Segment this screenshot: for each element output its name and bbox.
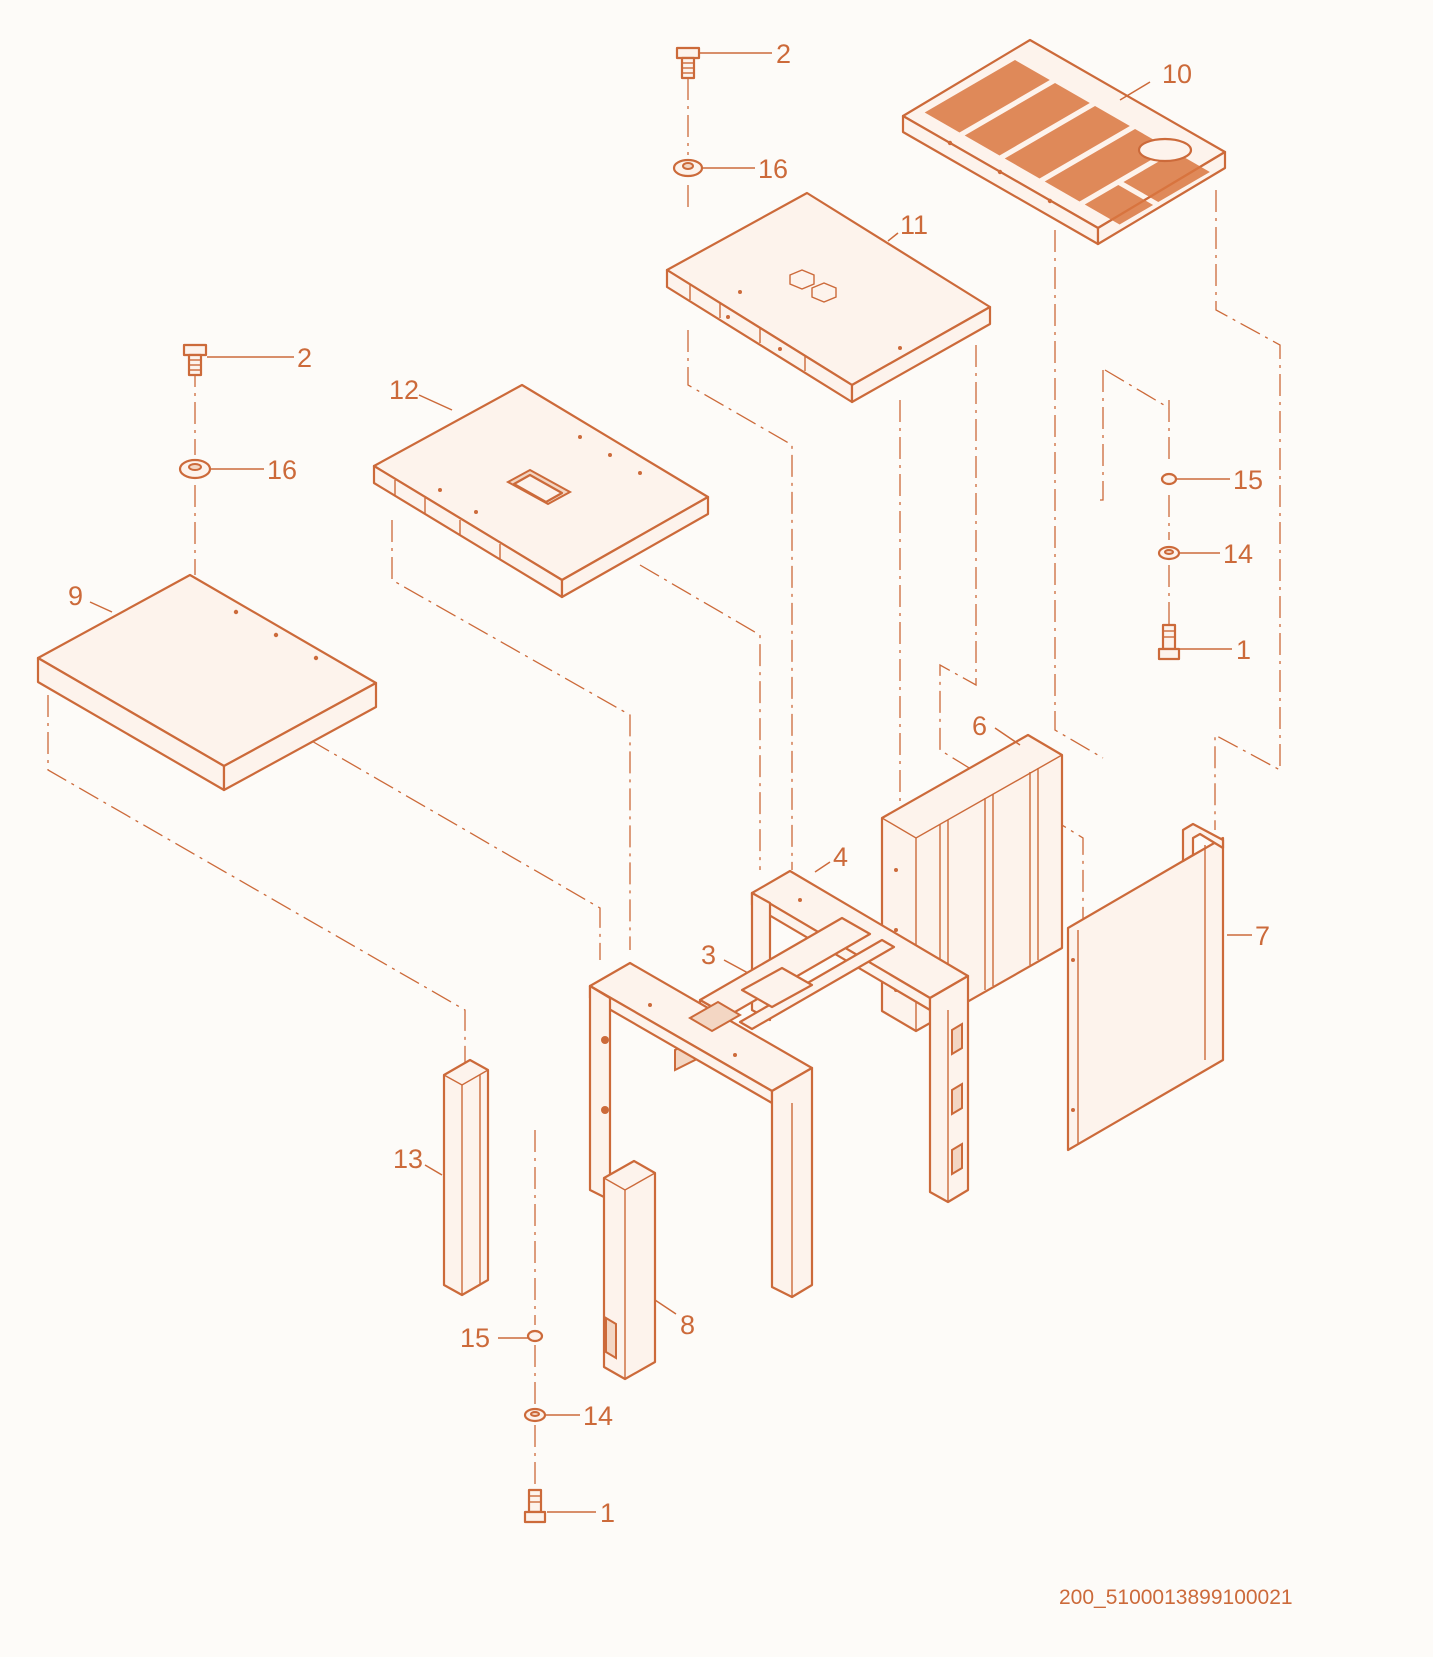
callout-3: 3 bbox=[701, 940, 716, 970]
fastener-bolt-1-right bbox=[1157, 623, 1181, 661]
callout-2-left: 2 bbox=[297, 343, 312, 373]
part-12-middle-panel bbox=[372, 383, 710, 599]
callout-1-bottom: 1 bbox=[600, 1498, 615, 1528]
fastener-nut-15-bottom bbox=[526, 1329, 544, 1343]
fastener-washer-16-top bbox=[672, 158, 704, 178]
fastener-nut-15-right bbox=[1160, 472, 1178, 486]
part-9-left-panel bbox=[36, 573, 378, 792]
callout-12: 12 bbox=[389, 375, 419, 405]
callout-15-right: 15 bbox=[1233, 465, 1263, 495]
callout-16-top: 16 bbox=[758, 154, 788, 184]
fastener-washer-14-right bbox=[1157, 545, 1181, 561]
part-10-perforated-cover bbox=[901, 38, 1227, 246]
callout-labels: 2 16 10 11 2 16 12 9 15 14 1 6 4 3 7 13 … bbox=[68, 39, 1270, 1528]
part-3-front-frame bbox=[588, 961, 814, 1299]
fastener-washer-16-left bbox=[178, 458, 212, 480]
callout-10: 10 bbox=[1162, 59, 1192, 89]
part-13-leg-cover bbox=[442, 1058, 490, 1297]
part-11-top-panel bbox=[665, 191, 992, 404]
drawing-number: 200_5100013899100021 bbox=[1059, 1586, 1293, 1609]
fastener-washer-14-bottom bbox=[523, 1407, 547, 1423]
callout-1-right: 1 bbox=[1236, 635, 1251, 665]
callout-14-bottom: 14 bbox=[583, 1401, 613, 1431]
callout-8: 8 bbox=[680, 1310, 695, 1340]
fastener-bolt-1-bottom bbox=[523, 1488, 547, 1524]
callout-7: 7 bbox=[1255, 921, 1270, 951]
callout-6: 6 bbox=[972, 711, 987, 741]
fastener-bolt-2-top bbox=[675, 46, 701, 80]
callout-13: 13 bbox=[393, 1144, 423, 1174]
callout-2-top: 2 bbox=[776, 39, 791, 69]
callout-14-right: 14 bbox=[1223, 539, 1253, 569]
callout-16-left: 16 bbox=[267, 455, 297, 485]
callout-15-bottom: 15 bbox=[460, 1323, 490, 1353]
fastener-bolt-2-left bbox=[182, 343, 208, 377]
part-8-leg-cover bbox=[602, 1159, 657, 1381]
callout-9: 9 bbox=[68, 581, 83, 611]
leader-lines bbox=[89, 52, 1252, 1513]
part-7-side-panel bbox=[1066, 822, 1225, 1152]
callout-11: 11 bbox=[900, 210, 928, 240]
assembly-center-lines bbox=[47, 78, 1281, 1488]
callout-4: 4 bbox=[833, 842, 848, 872]
